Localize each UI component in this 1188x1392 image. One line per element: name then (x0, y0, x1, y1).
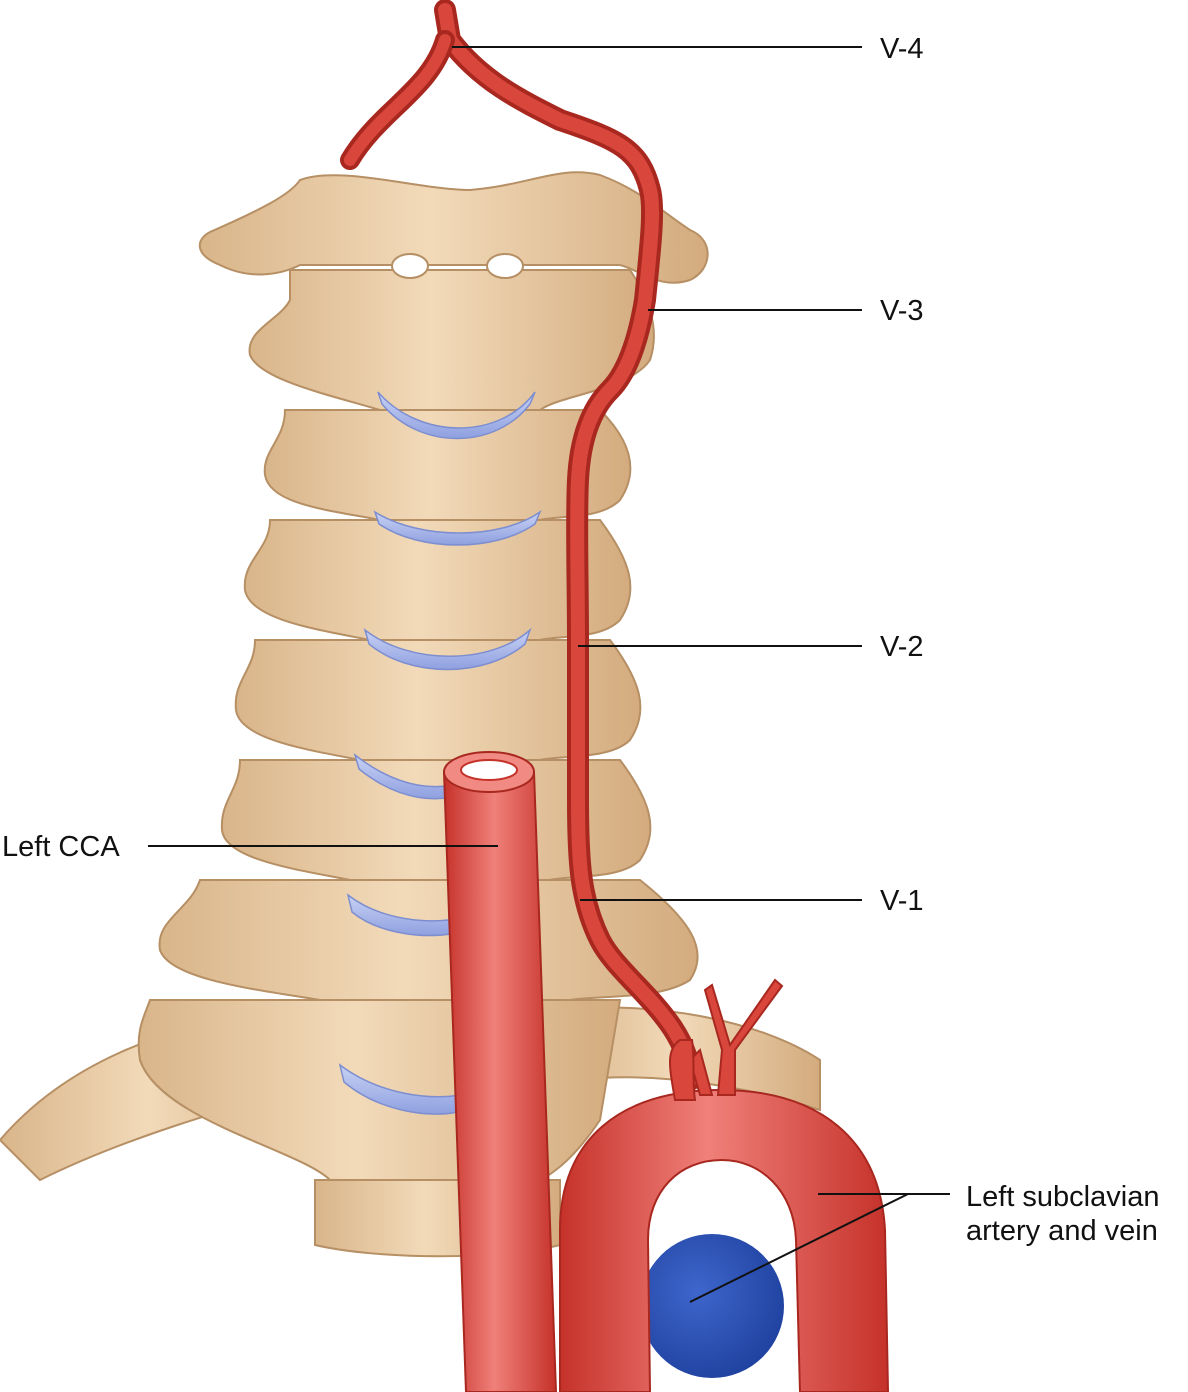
cervical-spine (137, 171, 709, 1258)
left-common-carotid-artery (442, 751, 558, 1392)
intervertebral-discs (338, 391, 542, 1115)
label-v3: V-3 (880, 295, 924, 327)
label-left-subclavian-line1: Left subclavian (966, 1181, 1160, 1213)
label-v1: V-1 (880, 885, 924, 917)
vertebra-c1 (198, 171, 709, 284)
vertebra-c2 (248, 269, 655, 411)
label-v2: V-2 (880, 631, 924, 663)
label-v4: V-4 (880, 33, 924, 65)
subclavian-vein (640, 1234, 784, 1378)
vertebra-c7 (158, 879, 699, 1001)
leader-lines (148, 46, 950, 1303)
label-left-subclavian-line2: artery and vein (966, 1215, 1158, 1247)
label-left-cca: Left CCA (2, 831, 120, 863)
leader-subclavian-vein (689, 1193, 909, 1303)
label-left-subclavian: Left subclavian artery and vein (966, 1180, 1186, 1248)
subclavian-artery-arch (559, 978, 890, 1392)
vertebral-artery (340, 0, 701, 1091)
